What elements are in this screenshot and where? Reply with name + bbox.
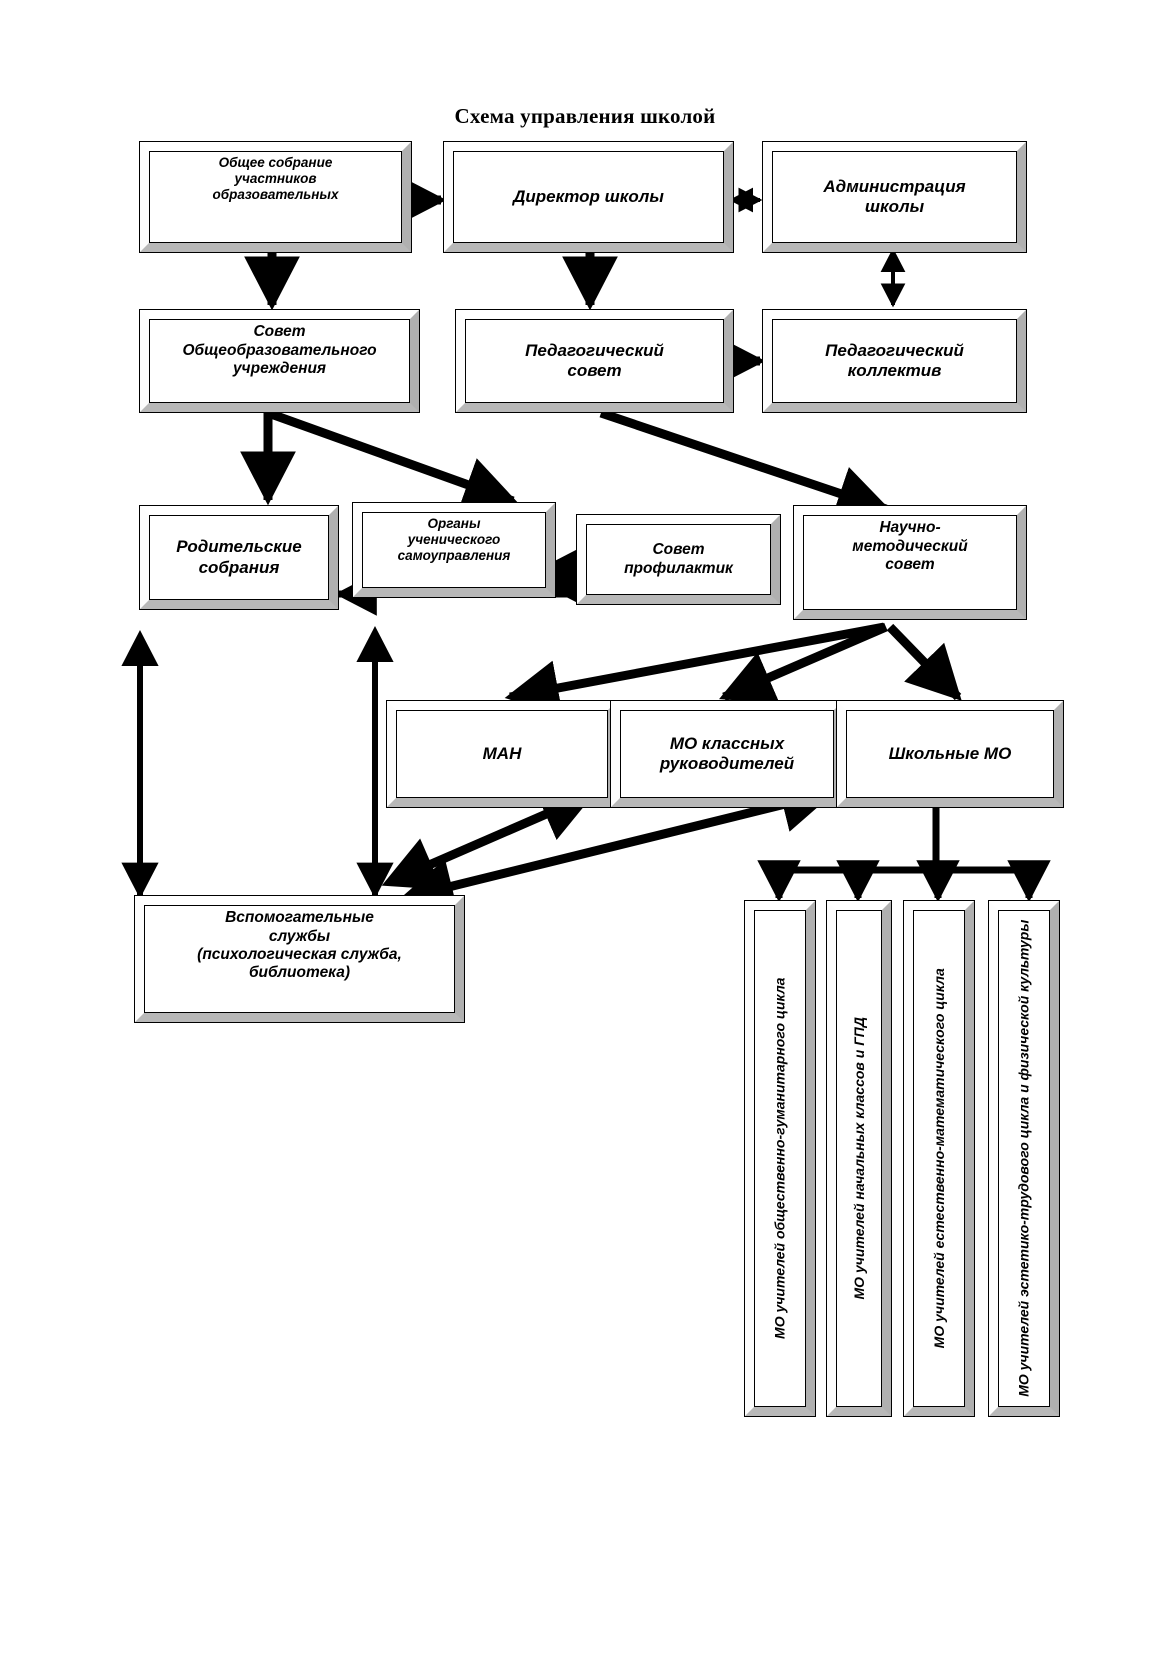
node-label: Совет Общеобразовательного учреждения [182,323,377,377]
arrow-pedcouncil-to-nmc [599,408,892,520]
box-inner: Директор школы [454,152,723,242]
node-pedagogical-council[interactable]: Педагогический совет [455,309,734,413]
box-bevel [745,901,815,1416]
node-support-services[interactable]: Вспомогательные службы (психологическая … [134,895,465,1023]
node-label: Администрация школы [823,176,966,216]
node-mo-class-teachers[interactable]: МО классных руководителей [610,700,844,808]
arrow-council-to-selfgov [269,409,519,511]
node-label: МО классных руководителей [659,733,795,773]
arrow-nmc-to-moclass [719,622,888,704]
box-inner: МО учителей начальных классов и ГПД [837,911,881,1406]
node-label: МО учителей начальных классов и ГПД [850,1017,867,1300]
node-label: МО учителей общественно-гуманитарного ци… [771,977,788,1340]
box-bevel [827,901,891,1416]
box-bevel [456,310,733,412]
box-inner: Совет Общеобразовательного учреждения [150,320,409,402]
node-mo-humanities[interactable]: МО учителей общественно-гуманитарного ци… [744,900,816,1417]
node-label: Педагогический совет [525,340,664,380]
box-bevel [794,506,1026,619]
arrow-support-man [381,788,595,890]
node-label: Школьные МО [888,743,1012,763]
box-inner: Администрация школы [773,152,1016,242]
node-parent-meetings[interactable]: Родительские собрания [139,505,339,610]
node-scientific-methodical-council[interactable]: Научно- методический совет [793,505,1027,620]
node-label: МО учителей естественно-математического … [930,968,947,1349]
node-label: Научно- методический совет [852,519,968,573]
node-label: МАН [482,743,522,763]
node-council-institution[interactable]: Совет Общеобразовательного учреждения [139,309,420,413]
node-label: Органы ученического самоуправления [397,516,511,564]
box-bevel [904,901,974,1416]
box-bevel [353,503,555,597]
box-inner: Научно- методический совет [804,516,1016,609]
node-label: Вспомогательные службы (психологическая … [197,909,402,982]
node-mo-natural-math[interactable]: МО учителей естественно-математического … [903,900,975,1417]
node-mo-primary[interactable]: МО учителей начальных классов и ГПД [826,900,892,1417]
box-inner: Органы ученического самоуправления [363,513,545,587]
box-bevel [577,515,780,604]
box-bevel [444,142,733,252]
box-bevel [837,701,1063,807]
box-bevel [140,310,419,412]
node-label: МО учителей эстетико-трудового цикла и ф… [1015,919,1032,1398]
box-inner: МАН [397,711,607,797]
node-student-self-government[interactable]: Органы ученического самоуправления [352,502,556,598]
node-label: Педагогический коллектив [825,340,964,380]
box-inner: МО учителей естественно-математического … [914,911,964,1406]
box-bevel [763,310,1026,412]
node-prevention-council[interactable]: Совет профилактик [576,514,781,605]
node-school-mo[interactable]: Школьные МО [836,700,1064,808]
box-inner: МО учителей эстетико-трудового цикла и ф… [999,911,1049,1406]
node-administration[interactable]: Администрация школы [762,141,1027,253]
box-inner: Школьные МО [847,711,1053,797]
box-bevel [135,896,464,1022]
node-director[interactable]: Директор школы [443,141,734,253]
arrow-nmc-to-man [504,622,885,716]
node-label: Родительские собрания [176,537,302,577]
box-inner: Вспомогательные службы (психологическая … [145,906,454,1012]
box-inner: МО классных руководителей [621,711,833,797]
box-inner: Педагогический совет [466,320,723,402]
box-bevel [140,142,411,252]
node-label: Общее собрание участников образовательны… [212,155,339,203]
node-pedagogical-staff[interactable]: Педагогический коллектив [762,309,1027,413]
box-inner: Родительские собрания [150,516,328,599]
box-bevel [989,901,1059,1416]
box-inner: МО учителей общественно-гуманитарного ци… [755,911,805,1406]
node-general-meeting[interactable]: Общее собрание участников образовательны… [139,141,412,253]
box-inner: Совет профилактик [587,525,770,594]
page-title: Схема управления школой [454,104,716,128]
box-bevel [140,506,338,609]
node-label: Совет профилактик [624,541,733,577]
box-inner: Общее собрание участников образовательны… [150,152,401,242]
box-inner: Педагогический коллектив [773,320,1016,402]
arrow-nmc-to-schoolmo [886,623,962,701]
node-mo-aesthetic-labour[interactable]: МО учителей эстетико-трудового цикла и ф… [988,900,1060,1417]
node-man[interactable]: МАН [386,700,618,808]
box-bevel [763,142,1026,252]
arrow-support-moclass [399,777,836,914]
node-label: Директор школы [513,186,664,206]
